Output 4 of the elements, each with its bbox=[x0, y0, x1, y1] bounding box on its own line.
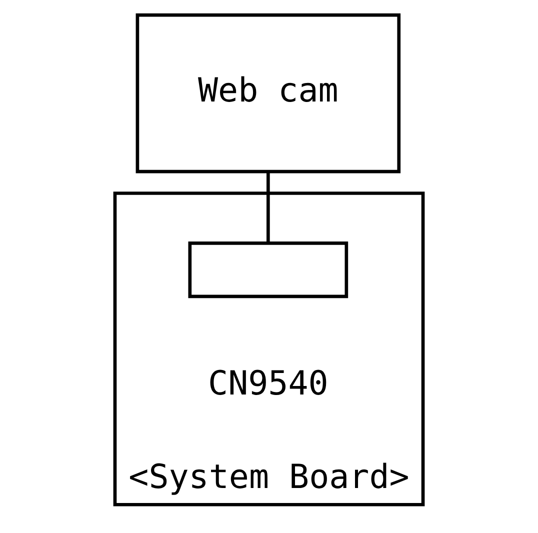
node-box bbox=[188, 242, 348, 298]
connector bbox=[266, 172, 270, 244]
node-label: CN9540 bbox=[208, 364, 328, 403]
node-box: Web cam bbox=[136, 13, 401, 174]
